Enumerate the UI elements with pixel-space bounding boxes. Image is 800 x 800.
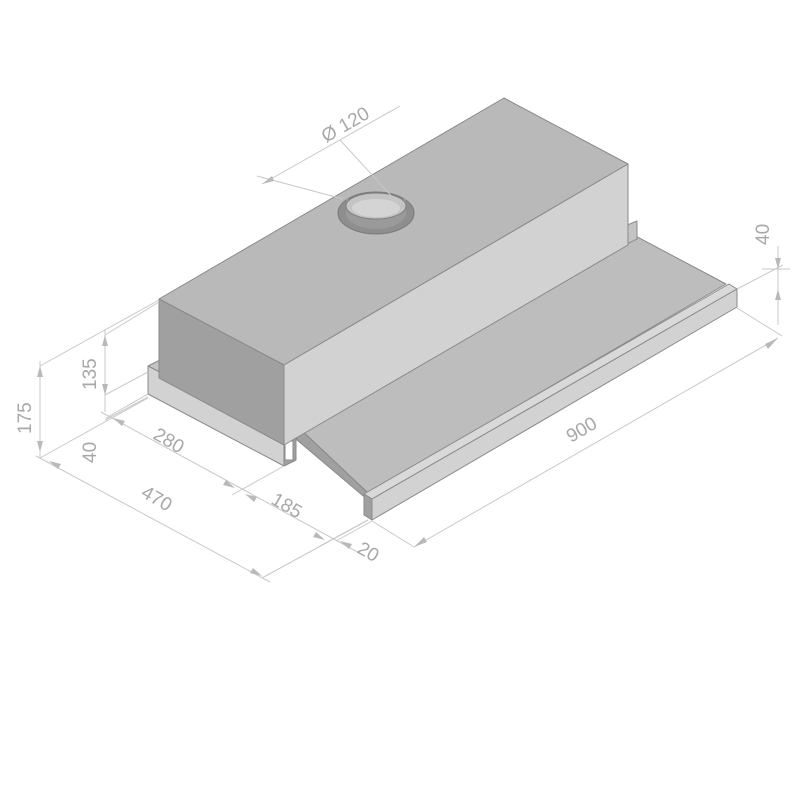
dimension-arrowhead: [245, 494, 257, 502]
dimension-line: [105, 393, 149, 419]
body-height-label: 135: [80, 358, 101, 390]
dimension-line: [413, 337, 779, 548]
dimension-line: [335, 520, 373, 542]
dimension-line: [339, 139, 398, 203]
dimension-arrowhead: [775, 258, 781, 269]
dimension-arrowhead: [262, 176, 274, 184]
dimension-lines: [35, 105, 790, 583]
dimension-arrowhead: [37, 366, 43, 377]
duct-collar: [337, 191, 415, 235]
dimension-arrowhead: [102, 335, 108, 346]
dimension-line: [104, 396, 149, 421]
body-front-face: [283, 163, 629, 446]
dimension-arrowhead: [765, 338, 778, 349]
rail-height-label: 40: [80, 442, 101, 463]
dimension-arrowhead: [37, 441, 43, 452]
dimension-arrowhead: [250, 568, 262, 576]
dimension-arrowhead: [340, 541, 352, 549]
dimension-line: [104, 301, 160, 336]
tray-depth-label: 185: [268, 489, 306, 523]
dimension-arrowhead: [102, 384, 108, 395]
tray-height-label: 40: [753, 224, 774, 245]
total-height-label: 175: [15, 402, 36, 434]
dimension-arrowhead: [223, 480, 235, 488]
body-depth-label: 280: [150, 424, 188, 458]
width-total-label: 900: [563, 413, 601, 447]
dimension-arrowhead: [775, 289, 781, 300]
dimension-line: [35, 455, 271, 583]
dimension-line: [231, 465, 285, 496]
dimension-line: [261, 105, 401, 185]
handle-side-face: [363, 493, 373, 521]
range-hood: [147, 97, 738, 521]
dimension-line: [100, 411, 366, 557]
dimension-arrowhead: [414, 537, 427, 547]
dimension-line: [104, 371, 149, 396]
dimension-line: [39, 397, 149, 459]
dimension-line: [371, 520, 415, 548]
handle-depth-label: 20: [354, 538, 383, 567]
dimension-line: [261, 519, 369, 579]
dimension-arrowhead: [113, 418, 125, 426]
duct-diameter-label: Ø 120: [318, 103, 373, 147]
dimension-line: [39, 299, 160, 367]
depth-total-label: 470: [138, 482, 176, 516]
dimension-arrowhead: [49, 461, 61, 469]
dimension-arrowhead: [313, 532, 325, 540]
dimension-line: [736, 307, 783, 337]
